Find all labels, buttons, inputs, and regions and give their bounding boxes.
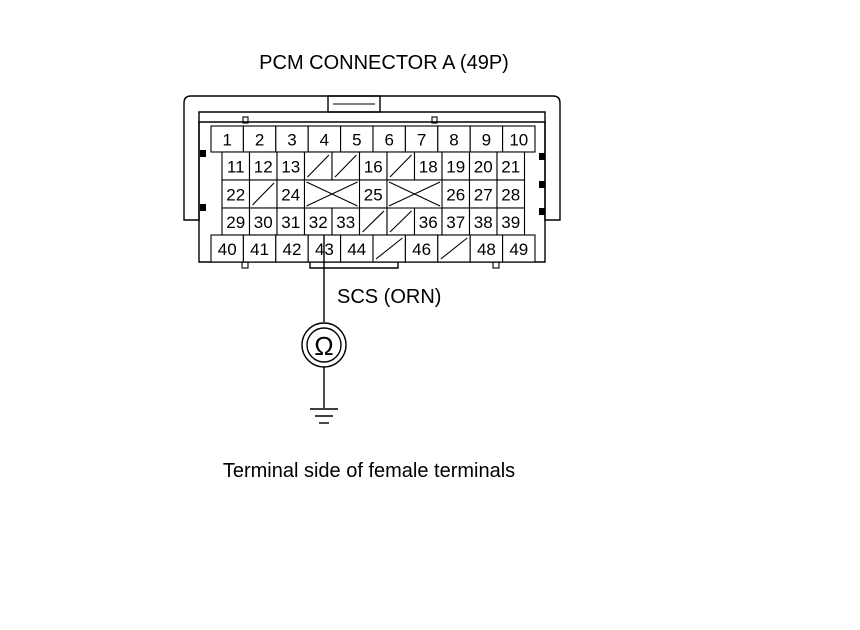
terminal-41: [242, 234, 277, 263]
terminal-21: [496, 151, 526, 181]
terminal-label: 39: [501, 213, 520, 232]
blank-cavity-slash: [375, 237, 403, 260]
blank-cavity-slash: [334, 154, 357, 178]
terminal-5: [340, 125, 374, 153]
ground-icon: [310, 408, 338, 424]
terminal-label: 28: [501, 186, 520, 205]
terminal-label: 21: [501, 158, 520, 177]
terminal-label: 6: [384, 131, 393, 150]
terminal-label: 37: [446, 213, 465, 232]
terminal-label: 31: [281, 213, 300, 232]
blank-cavity-slash: [389, 210, 412, 233]
blank-cavity-cross: [388, 181, 441, 207]
terminal-label: 36: [419, 213, 438, 232]
terminal-22: [221, 179, 251, 209]
blank-cavity-cross: [306, 181, 358, 207]
terminal-20: [468, 151, 498, 181]
terminal-label: 44: [347, 240, 366, 259]
terminal-13: [276, 151, 306, 181]
terminal-label: 16: [364, 158, 383, 177]
terminal-label: 7: [417, 131, 426, 150]
terminal-label: 29: [226, 213, 245, 232]
footer-caption: Terminal side of female terminals: [223, 460, 515, 482]
terminal-label: 40: [218, 240, 237, 259]
terminal-label: 3: [287, 131, 296, 150]
terminal-label: 5: [352, 131, 361, 150]
blank-cavity-slash: [307, 154, 330, 178]
terminal-label: 48: [477, 240, 496, 259]
terminal-label: 2: [255, 131, 264, 150]
terminal-label: 1: [222, 131, 231, 150]
terminal-7: [404, 125, 439, 153]
blank-cavity-slash: [389, 154, 412, 178]
ohm-symbol: Ω: [314, 331, 333, 361]
terminal-33: [331, 207, 361, 236]
terminal-label: 49: [509, 240, 528, 259]
diagram-title: PCM CONNECTOR A (49P): [259, 52, 509, 74]
blank-cavity-slash: [362, 210, 385, 233]
blank-cavity-slash: [440, 237, 468, 260]
terminal-label: 11: [227, 158, 245, 177]
terminal-label: 27: [474, 186, 493, 205]
terminal-label: 30: [254, 213, 273, 232]
terminal-label: 13: [281, 158, 300, 177]
terminal-label: 46: [412, 240, 431, 259]
terminal-6: [372, 125, 406, 153]
terminal-label: 42: [283, 240, 302, 259]
terminal-label: 24: [281, 186, 300, 205]
terminal-label: 10: [509, 131, 528, 150]
terminal-label: 9: [482, 131, 491, 150]
terminal-label: 18: [419, 158, 438, 177]
terminal-label: 20: [474, 158, 493, 177]
terminal-37: [441, 207, 471, 236]
terminal-label: 33: [336, 213, 355, 232]
terminal-label: 38: [474, 213, 493, 232]
terminal-label: 8: [449, 131, 458, 150]
terminal-42: [275, 234, 309, 263]
terminal-39: [496, 207, 526, 236]
terminal-label: 26: [446, 186, 465, 205]
terminal-49: [502, 234, 536, 263]
connector-housing: [183, 95, 561, 269]
terminal-label: 41: [250, 240, 269, 259]
wire-label: SCS (ORN): [337, 286, 441, 308]
ohmmeter-icon: Ω: [301, 322, 347, 368]
terminal-label: 22: [226, 186, 245, 205]
blank-cavity-slash: [252, 182, 275, 206]
terminal-44: [340, 234, 374, 263]
terminal-label: 19: [446, 158, 465, 177]
terminal-label: 4: [320, 131, 329, 150]
terminal-31: [276, 207, 306, 236]
terminal-18: [413, 151, 443, 181]
terminal-label: 25: [364, 186, 383, 205]
terminal-label: 32: [309, 213, 328, 232]
terminal-28: [496, 179, 526, 209]
terminal-label: 12: [254, 158, 273, 177]
